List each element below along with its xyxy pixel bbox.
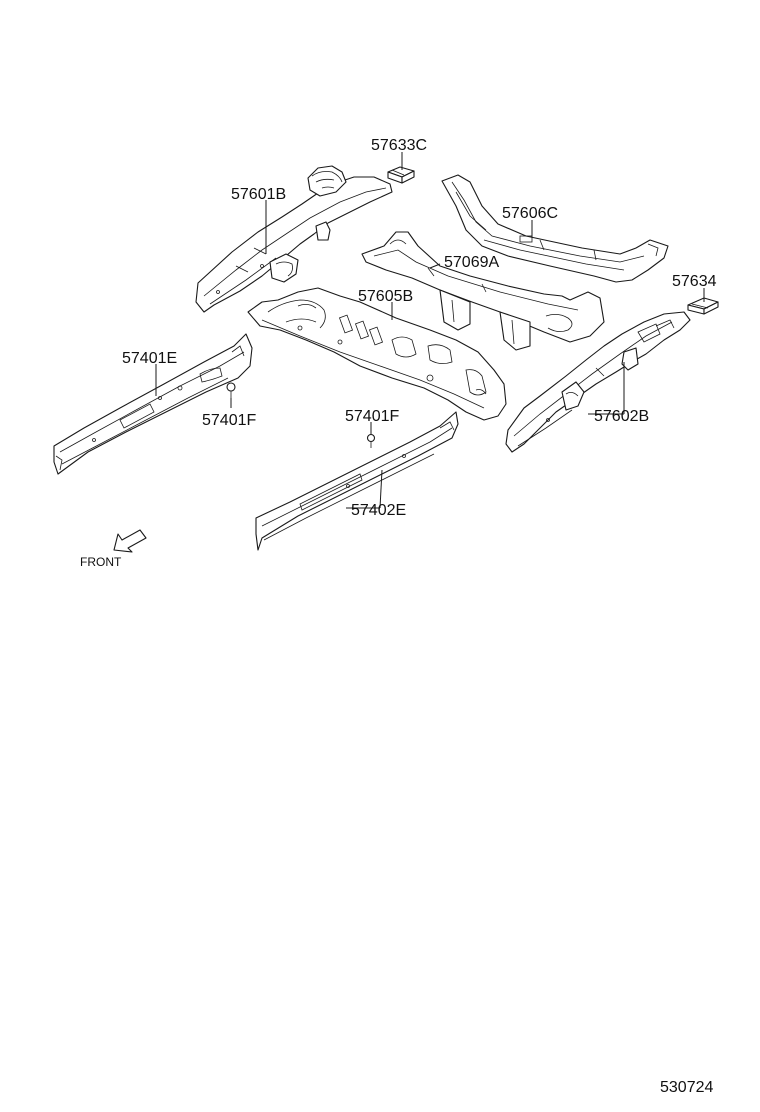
part-57401f-clip-center[interactable] [366, 433, 376, 449]
part-57401e-left-side-sill[interactable] [53, 333, 253, 475]
diagram-reference-number: 530724 [660, 1079, 713, 1096]
label-57605b: 57605B [358, 288, 413, 305]
leader-lines [155, 152, 705, 509]
label-57602b: 57602B [594, 408, 649, 425]
part-57606c-rear-cross-member[interactable] [441, 174, 669, 283]
part-57602b-rear-side-member[interactable] [505, 311, 691, 453]
label-57634: 57634 [672, 273, 717, 290]
label-57401e: 57401E [122, 350, 177, 367]
part-57069a-floor-cross-member[interactable] [361, 231, 605, 351]
label-front: FRONT [80, 555, 122, 569]
part-57402e-right-side-sill[interactable] [255, 411, 459, 551]
label-57606c: 57606C [502, 205, 558, 222]
part-57633c-bracket[interactable] [387, 166, 415, 184]
part-57605b-center-floor-pan[interactable] [247, 287, 507, 421]
part-57601b-front-side-member[interactable] [195, 165, 393, 313]
label-57601b: 57601B [231, 186, 286, 203]
part-57401f-clip-left[interactable] [226, 382, 236, 398]
label-57633c: 57633C [371, 137, 427, 154]
label-57069a: 57069A [444, 254, 499, 271]
front-arrow-icon [113, 529, 147, 553]
label-57401f-center: 57401F [345, 408, 399, 425]
part-57634-bracket[interactable] [687, 297, 719, 315]
label-57402e: 57402E [351, 502, 406, 519]
label-57401f-left: 57401F [202, 412, 256, 429]
